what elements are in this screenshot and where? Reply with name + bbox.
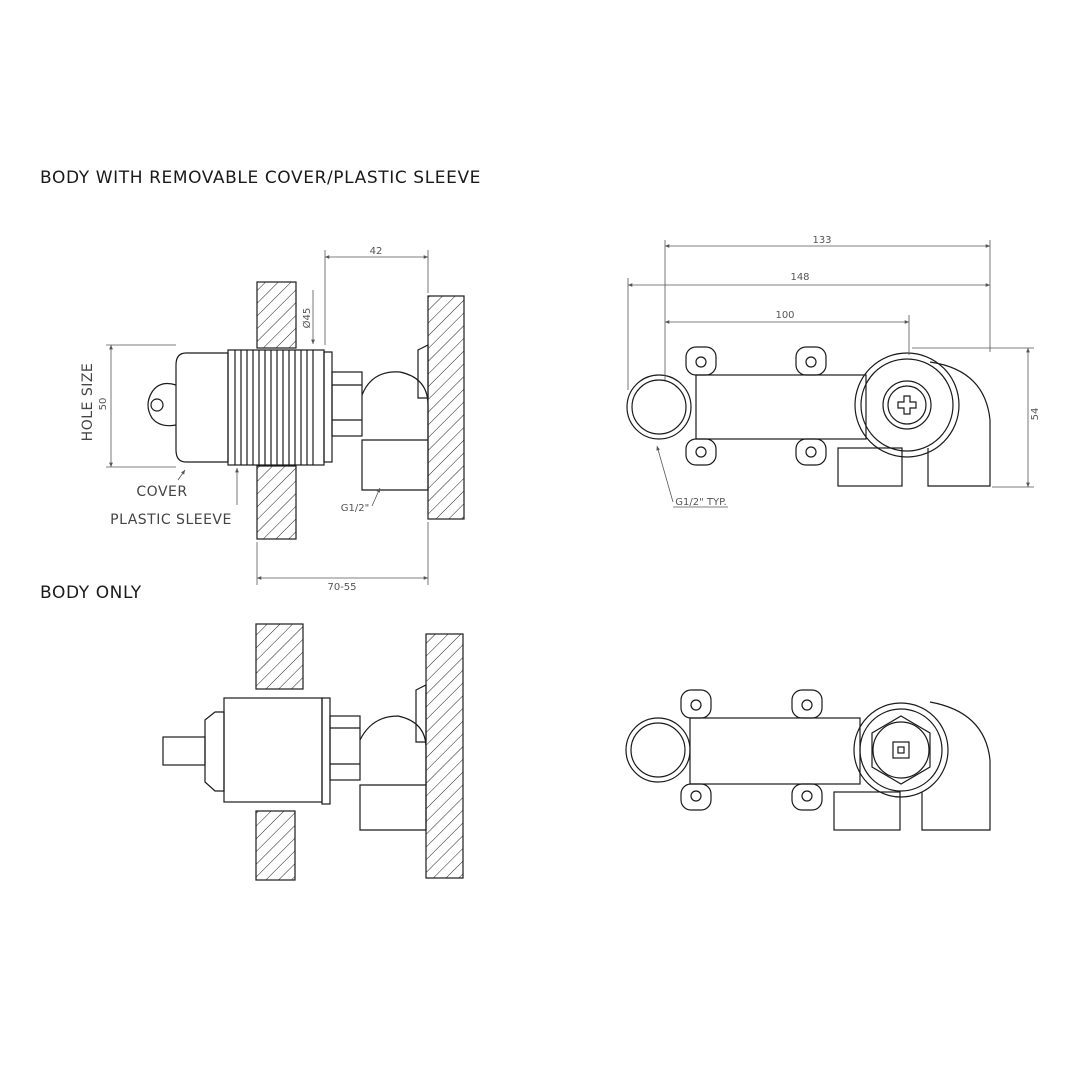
mount-lug bbox=[685, 346, 827, 466]
wall-lower-section bbox=[255, 810, 296, 881]
front-view-dimensions bbox=[627, 240, 1034, 508]
cross-icon bbox=[897, 395, 917, 415]
mount-lug bbox=[680, 689, 823, 811]
mounting-plate bbox=[427, 295, 465, 520]
inlet-left bbox=[625, 717, 691, 783]
body-bar bbox=[695, 374, 867, 440]
body-bar bbox=[689, 717, 861, 785]
wall-lower-section bbox=[256, 465, 297, 540]
dim-height: 54 bbox=[1030, 408, 1041, 421]
section-title-body-only: BODY ONLY bbox=[40, 583, 142, 603]
wall-upper-section bbox=[256, 281, 297, 349]
spindle bbox=[162, 736, 206, 766]
cover-cap bbox=[147, 382, 177, 427]
dim-depth: 42 bbox=[370, 246, 383, 257]
outlet-bottom bbox=[837, 447, 903, 487]
label-cover: COVER bbox=[136, 484, 187, 500]
front-view-with-cover bbox=[626, 346, 991, 487]
dim-centers: 100 bbox=[775, 310, 794, 321]
label-thread-side: G1/2" bbox=[341, 503, 369, 514]
label-thread-typ: G1/2" TYP. bbox=[675, 497, 727, 508]
wall-upper-section bbox=[255, 623, 304, 690]
elbow-right bbox=[927, 361, 991, 487]
valve-body bbox=[359, 715, 427, 831]
cover-body bbox=[175, 352, 229, 463]
label-plastic-sleeve: PLASTIC SLEEVE bbox=[110, 512, 232, 528]
label-hole-size: HOLE SIZE bbox=[80, 363, 96, 442]
dim-overall-b: 148 bbox=[790, 272, 809, 283]
valve-face bbox=[853, 702, 949, 798]
cover-ribs bbox=[227, 349, 325, 466]
dim-diameter: Ø45 bbox=[301, 308, 313, 329]
dim-hole: 50 bbox=[98, 398, 109, 411]
front-view-body-only bbox=[625, 689, 991, 831]
mounting-plate bbox=[425, 633, 464, 879]
section-title-with-cover: BODY WITH REMOVABLE COVER/PLASTIC SLEEVE bbox=[40, 168, 482, 188]
inlet-left bbox=[626, 374, 692, 440]
valve-body bbox=[361, 371, 429, 491]
body-block bbox=[223, 697, 323, 803]
outlet-bottom bbox=[833, 791, 901, 831]
side-view-dimensions bbox=[106, 250, 429, 585]
valve-face bbox=[854, 352, 960, 458]
elbow-right bbox=[921, 701, 991, 831]
flange bbox=[323, 351, 333, 463]
dim-range: 70-55 bbox=[327, 582, 356, 593]
dim-overall-a: 133 bbox=[812, 235, 831, 246]
side-view-body-only bbox=[162, 623, 464, 881]
square-stem-icon bbox=[892, 741, 910, 759]
side-view-with-cover bbox=[147, 281, 465, 540]
